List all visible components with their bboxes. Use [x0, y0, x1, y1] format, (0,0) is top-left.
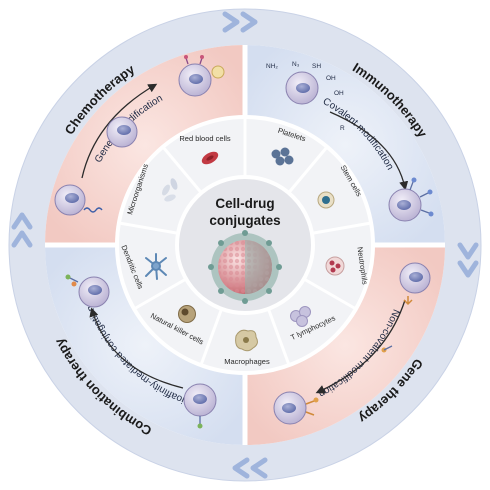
chem-group-nh2: NH₂	[266, 63, 278, 70]
chevron-left-icon	[11, 212, 33, 248]
cell-type-macrophages: Macrophages	[224, 357, 270, 366]
center-title-line2: conjugates	[209, 213, 280, 228]
center-title-line1: Cell-drug	[215, 196, 274, 211]
immuno-cell-start-icon	[285, 71, 319, 105]
bioaffinity-flow-arrow	[89, 307, 184, 389]
stem-cell-icon	[317, 191, 335, 209]
chemo-cell-start-icon	[54, 184, 103, 216]
chem-group-oh-1: OH	[326, 75, 336, 82]
chem-group-oh-2: OH	[334, 90, 344, 97]
chevron-bottom-icon	[232, 457, 268, 479]
cell-drug-conjugate-icon	[208, 230, 282, 304]
gene-cell-start-icon	[399, 262, 431, 306]
chem-group-n3: N₃	[292, 61, 300, 68]
chemo-cell-end-icon	[178, 55, 225, 97]
noncovalent-flow-arrow	[315, 299, 406, 394]
dendritic-cell-icon	[145, 253, 167, 280]
cell-type-red-blood-cells: Red blood cells	[179, 134, 231, 143]
chem-group-r: R	[340, 125, 345, 132]
chevron-right-icon	[457, 242, 479, 278]
platelets-icon	[271, 147, 294, 166]
microorganisms-icon	[162, 178, 178, 202]
genetic-flow-arrow	[81, 83, 158, 179]
neutrophil-icon	[325, 256, 345, 276]
combo-cell-end-icon	[183, 383, 217, 429]
gene-cell-end-icon	[273, 345, 393, 425]
chem-group-sh: SH	[312, 63, 321, 70]
immuno-cell-end-icon	[388, 177, 434, 222]
natural-killer-cell-icon	[178, 305, 196, 323]
chemo-cell-middle-icon	[106, 116, 138, 148]
combo-cell-start-icon	[65, 274, 110, 308]
chevron-top-icon	[222, 11, 258, 33]
covalent-flow-arrow	[329, 111, 409, 191]
t-lymphocyte-icon	[290, 306, 311, 327]
macrophage-icon	[235, 329, 258, 352]
red-blood-cell-icon	[201, 151, 219, 165]
